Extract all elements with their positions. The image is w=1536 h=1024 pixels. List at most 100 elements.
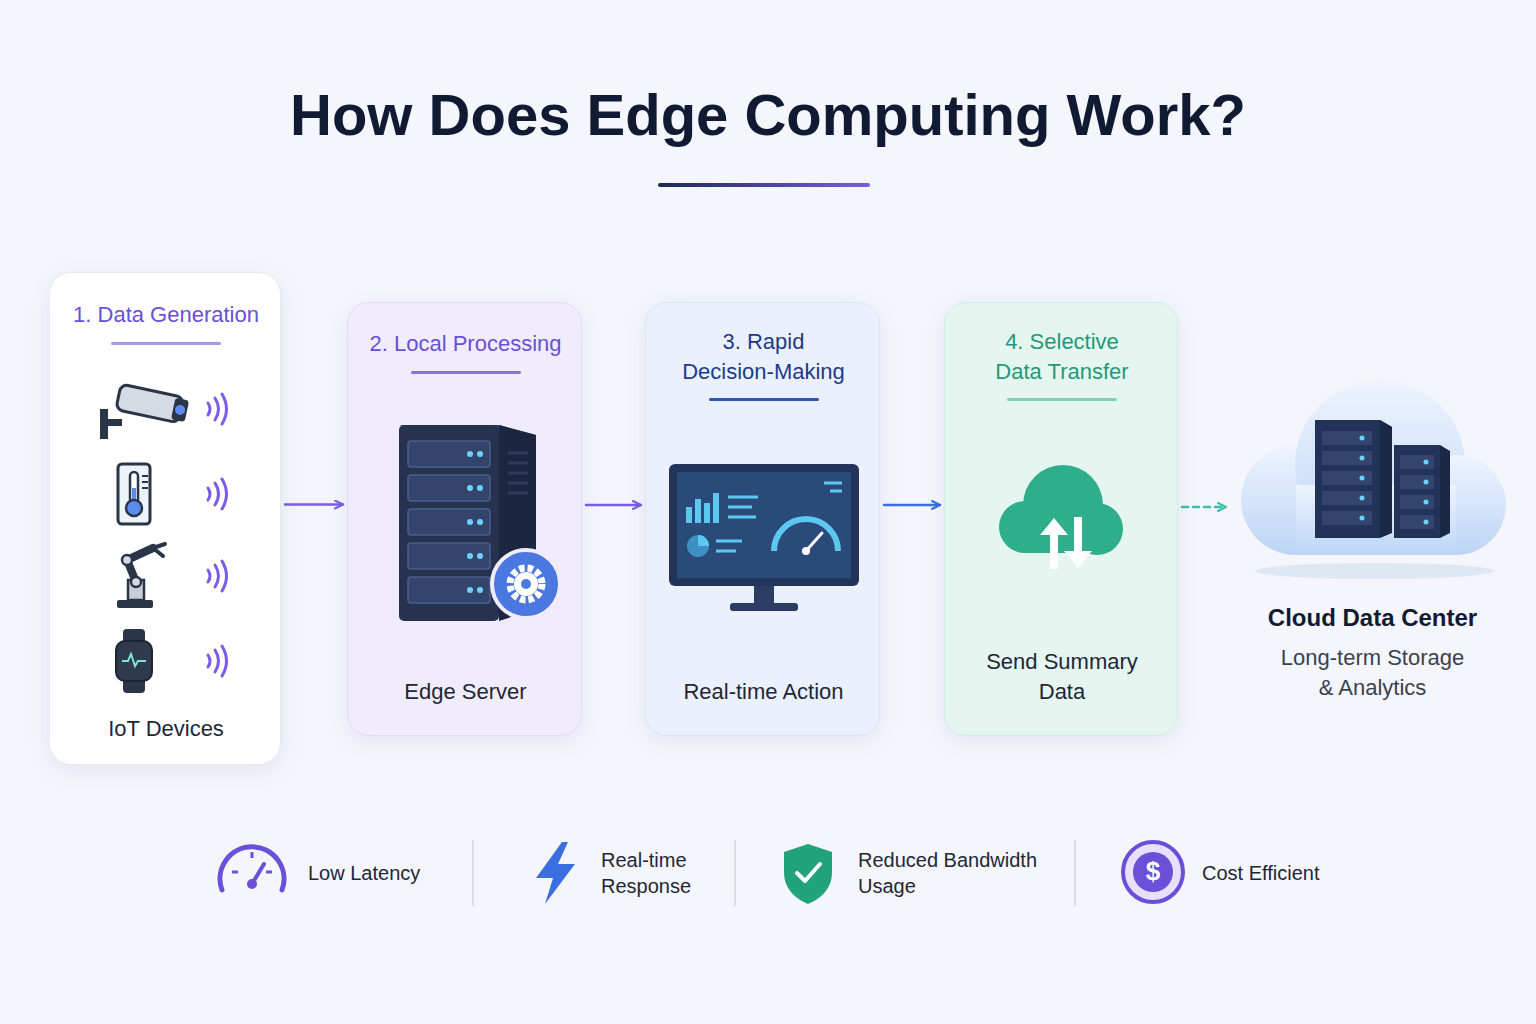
drawing-part [521, 579, 531, 589]
drawing-part [399, 425, 499, 621]
process-card: 4. Selective Data TransferSend Summary D… [944, 302, 1178, 736]
drawing-part [1322, 471, 1372, 485]
drawing-part [1255, 563, 1495, 579]
drawing-part [467, 451, 473, 457]
drawing-part [734, 840, 736, 906]
edge-server-icon [348, 303, 583, 737]
drawing-part [1440, 445, 1450, 538]
drawing-part [1123, 842, 1183, 902]
drawing-part [1360, 496, 1365, 501]
drawing-part [408, 543, 490, 569]
drawing-part [1360, 456, 1365, 461]
thermometer-icon [118, 464, 150, 524]
drawing-part [508, 453, 528, 493]
drawing-part [100, 419, 122, 426]
drawing-part [1241, 380, 1506, 555]
drawing-part [824, 483, 842, 491]
drawing-part [1133, 852, 1173, 892]
drawing-part [1360, 436, 1429, 525]
drawing-part [774, 519, 838, 551]
drawing-part [116, 384, 190, 424]
drawing-part [1360, 516, 1365, 521]
node-caption: Edge Server [366, 677, 566, 707]
drawing-part [1064, 517, 1092, 568]
iot-icons [50, 273, 282, 766]
drawing-part [408, 441, 490, 467]
drawing-part [467, 485, 473, 491]
drawing-part [208, 479, 227, 509]
drawing-part [1400, 455, 1434, 469]
drawing-part [1424, 480, 1429, 485]
drawing-part [208, 561, 227, 591]
drawing-part [669, 464, 859, 586]
drawing-part [408, 441, 490, 603]
drawing-part [716, 497, 758, 551]
drawing-part [686, 493, 719, 523]
drawing-part [1322, 431, 1434, 529]
drawing-part [408, 509, 490, 535]
drawing-part [123, 629, 145, 693]
benefit-dividers [473, 840, 1075, 906]
drawing-part [1400, 495, 1434, 509]
benefit-label: Real-time Response [601, 847, 711, 899]
node-heading: Cloud Data Center [1233, 602, 1513, 634]
drawing-part [1040, 518, 1068, 569]
heading-underline [1007, 398, 1117, 401]
flow-arrow [884, 504, 940, 507]
device-card: 1. Data GenerationIoT Devices [49, 272, 281, 765]
flow-arrow [586, 504, 641, 507]
drawing-part [467, 587, 473, 593]
node-caption: Long-term Storage & Analytics [1275, 643, 1470, 702]
drawing-part [477, 485, 483, 491]
smartwatch-icon [116, 629, 152, 693]
node-caption: Real-time Action [659, 677, 869, 707]
title: How Does Edge Computing Work? [0, 80, 1536, 150]
node-caption: Send Summary Data [977, 647, 1147, 706]
drawing-part [131, 577, 141, 587]
drawing-part [122, 654, 146, 666]
drawing-part [999, 465, 1123, 555]
drawing-part [118, 464, 150, 524]
drawing-part [126, 500, 142, 516]
drawing-part [1400, 515, 1434, 529]
heading-underline [709, 398, 819, 401]
node-caption: IoT Devices [66, 714, 266, 744]
drawing-part [472, 840, 474, 906]
drawing-part [730, 603, 798, 611]
drawing-part [1322, 431, 1372, 445]
drawing-part [1424, 460, 1429, 465]
drawing-part [477, 451, 483, 457]
cloud-datacenter-icon [1230, 365, 1515, 595]
heading-underline [411, 371, 521, 374]
drawing-part [1322, 491, 1372, 505]
drawing-part [677, 472, 851, 578]
drawing-part [467, 451, 483, 593]
benefit-label: Reduced Bandwidth Usage [858, 847, 1058, 899]
drawing-part [1400, 475, 1434, 489]
process-card: 3. Rapid Decision-MakingReal-time Action [645, 302, 880, 736]
drawing-part [127, 548, 153, 582]
drawing-part [704, 503, 710, 523]
drawing-part [797, 864, 820, 881]
drawing-part [514, 572, 538, 596]
bolt-icon [536, 842, 575, 904]
drawing-part [208, 394, 227, 424]
node-heading: 3. Rapid Decision-Making [679, 327, 849, 386]
drawing-part [467, 519, 473, 525]
drawing-part [686, 507, 692, 523]
drawing-part [408, 577, 490, 603]
heading-underline [111, 342, 221, 345]
benefit-label: Low Latency [308, 860, 420, 886]
drawing-part [142, 476, 148, 488]
process-card: 2. Local ProcessingEdge Server [347, 302, 582, 736]
node-heading: 1. Data Generation [56, 300, 276, 330]
drawing-part [232, 852, 272, 872]
drawing-part [1322, 511, 1372, 525]
drawing-part [784, 844, 832, 904]
drawing-part [1424, 500, 1429, 505]
drawing-part [1394, 445, 1440, 538]
drawing-part [220, 847, 284, 890]
drawing-part [1315, 420, 1380, 538]
node-heading: 4. Selective Data Transfer [982, 327, 1142, 386]
